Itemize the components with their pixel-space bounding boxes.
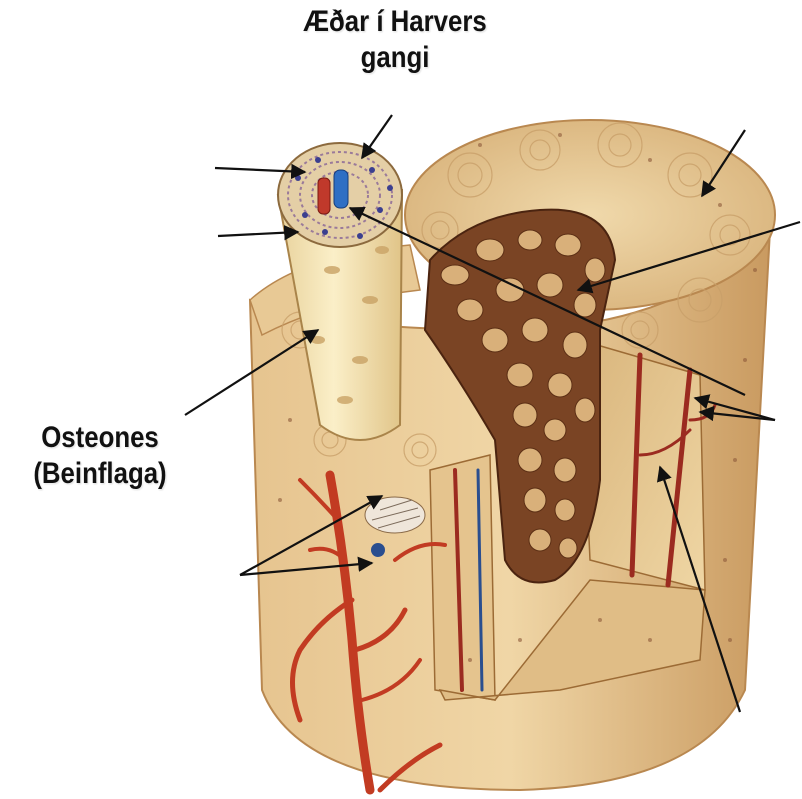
label-osteones: Osteones (Beinflaga) — [14, 420, 186, 492]
haversian-artery — [318, 178, 330, 214]
pointer-harvers-vessel — [362, 115, 392, 158]
label-harvers-line2: gangi — [262, 40, 529, 76]
label-harvers-canal-vessels: Æðar í Harvers gangi — [262, 4, 529, 76]
label-harvers-line1: Æðar í Harvers — [262, 4, 529, 40]
label-osteon-line1: Osteones — [14, 420, 186, 456]
label-osteon-line2: (Beinflaga) — [14, 456, 186, 492]
haversian-vein — [334, 170, 348, 208]
